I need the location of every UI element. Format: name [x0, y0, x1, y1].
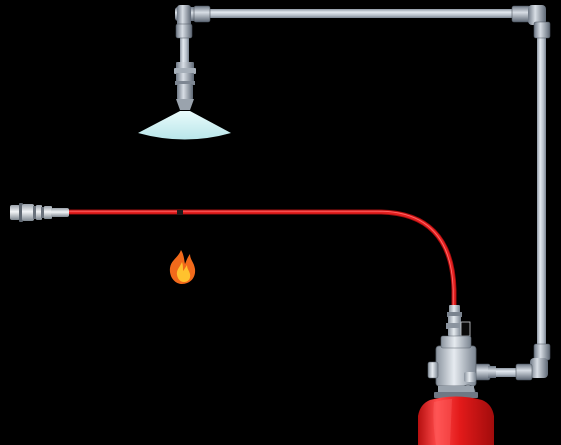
- valve-pipe-coupling: [473, 363, 496, 381]
- spray-nozzle: [138, 62, 231, 140]
- pipe-network: [175, 5, 551, 381]
- extinguisher-cylinder: [418, 396, 494, 445]
- pipe-bottom-horizontal: [488, 368, 534, 377]
- elbow-top-right: [511, 5, 551, 39]
- flame-icon: [169, 250, 196, 284]
- elbow-top-left: [175, 5, 211, 39]
- pipe-top-horizontal: [198, 9, 522, 18]
- spray-cone: [138, 111, 231, 140]
- end-plug-fitting: [10, 203, 69, 222]
- elbow-bottom-right: [515, 343, 551, 381]
- tube-marker: [177, 210, 183, 215]
- pipe-nozzle-drop: [180, 20, 189, 66]
- pipe-right-riser: [537, 30, 546, 352]
- detection-tube: [68, 209, 457, 312]
- cylinder-valve: [427, 305, 478, 400]
